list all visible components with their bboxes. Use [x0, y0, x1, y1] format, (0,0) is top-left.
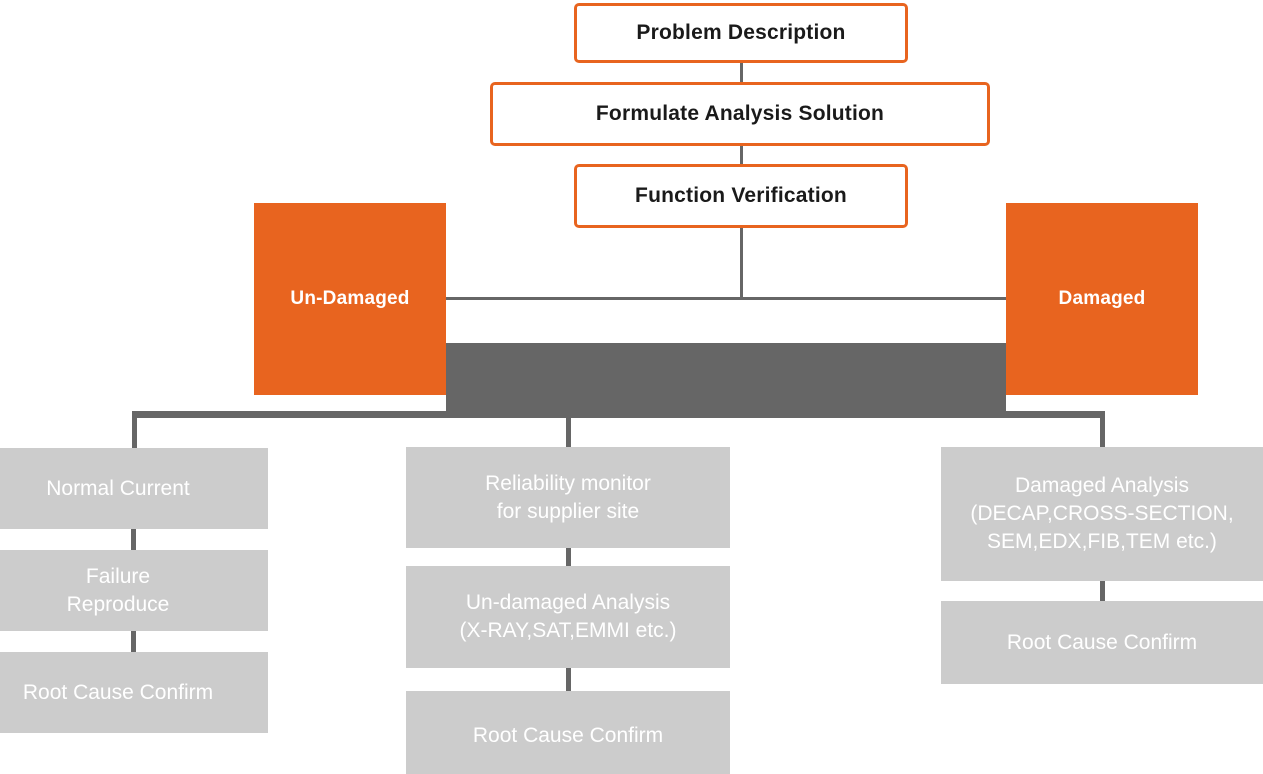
connector-split-horizontal: [440, 297, 1020, 300]
step-problem-description-label: Problem Description: [636, 21, 846, 44]
process-failure-reproduce[interactable]: Failure Reproduce: [0, 550, 268, 631]
process-reliability-monitor-label: Reliability monitor for supplier site: [479, 470, 657, 525]
process-reliability-monitor-line2: for supplier site: [496, 499, 640, 523]
process-un-damaged-analysis-label: Un-damaged Analysis (X-RAY,SAT,EMMI etc.…: [453, 589, 682, 644]
step-problem-description[interactable]: Problem Description: [574, 3, 908, 63]
connector-band-to-right-column: [1100, 411, 1105, 449]
decision-un-damaged-label: Un-Damaged: [290, 288, 410, 309]
connector-middle-1-to-2: [566, 548, 571, 566]
distribution-band-lower: [133, 411, 1104, 418]
process-failure-reproduce-line1: Failure: [85, 564, 151, 588]
process-un-damaged-analysis-line1: Un-damaged Analysis: [465, 591, 671, 615]
connector-band-to-left-column: [132, 411, 137, 449]
process-reliability-monitor-line1: Reliability monitor: [485, 471, 651, 495]
connector-middle-2-to-3: [566, 668, 571, 691]
decision-damaged[interactable]: Damaged: [1006, 203, 1198, 395]
process-failure-reproduce-label: Failure Reproduce: [61, 563, 176, 618]
connector-band-to-middle-column: [566, 411, 571, 449]
process-left-root-cause-confirm-label: Root Cause Confirm: [22, 680, 214, 704]
decision-un-damaged[interactable]: Un-Damaged: [254, 203, 446, 395]
process-reliability-monitor[interactable]: Reliability monitor for supplier site: [406, 447, 730, 548]
process-damaged-analysis-line1: Damaged Analysis: [1015, 474, 1189, 498]
connector-step3-to-split: [740, 225, 743, 300]
connector-right-1-to-2: [1100, 581, 1105, 601]
process-damaged-analysis[interactable]: Damaged Analysis (DECAP,CROSS-SECTION, S…: [941, 447, 1263, 581]
process-middle-root-cause-confirm[interactable]: Root Cause Confirm: [406, 691, 730, 774]
process-damaged-analysis-line3: SEM,EDX,FIB,TEM etc.): [987, 529, 1217, 553]
process-right-root-cause-confirm[interactable]: Root Cause Confirm: [941, 601, 1263, 684]
process-un-damaged-analysis-line2: (X-RAY,SAT,EMMI etc.): [459, 619, 677, 642]
connector-left-2-to-3: [131, 631, 136, 652]
process-left-root-cause-confirm[interactable]: Root Cause Confirm: [0, 652, 268, 733]
step-formulate-analysis-solution-label: Formulate Analysis Solution: [595, 102, 885, 125]
connector-left-1-to-2: [131, 529, 136, 550]
distribution-band-upper: [446, 343, 1006, 411]
step-formulate-analysis-solution[interactable]: Formulate Analysis Solution: [490, 82, 990, 146]
connector-step1-to-step2: [740, 60, 743, 84]
process-middle-root-cause-confirm-label: Root Cause Confirm: [472, 724, 664, 748]
process-failure-reproduce-line2: Reproduce: [66, 592, 170, 616]
process-un-damaged-analysis[interactable]: Un-damaged Analysis (X-RAY,SAT,EMMI etc.…: [406, 566, 730, 668]
decision-damaged-label: Damaged: [1058, 288, 1146, 309]
process-damaged-analysis-line2: (DECAP,CROSS-SECTION,: [970, 502, 1234, 526]
process-right-root-cause-confirm-label: Root Cause Confirm: [1006, 630, 1198, 654]
process-normal-current-label: Normal Current: [46, 476, 190, 500]
connector-step2-to-step3: [740, 143, 743, 167]
process-damaged-analysis-label: Damaged Analysis (DECAP,CROSS-SECTION, S…: [964, 472, 1239, 555]
step-function-verification[interactable]: Function Verification: [574, 164, 908, 228]
process-normal-current[interactable]: Normal Current: [0, 448, 268, 529]
step-function-verification-label: Function Verification: [635, 184, 847, 207]
